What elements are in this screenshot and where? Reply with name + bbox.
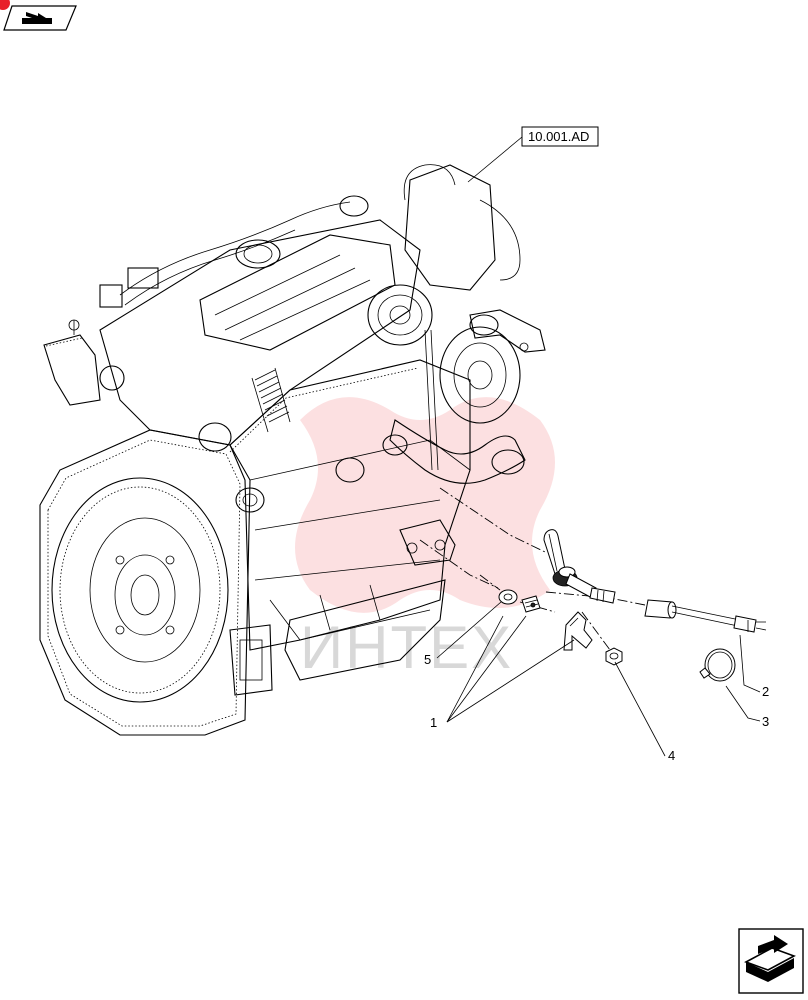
book-arrow-icon[interactable]: [0, 0, 77, 31]
part-heater-element: [543, 529, 616, 604]
part-bracket-clip: [563, 611, 593, 651]
engine-assembly: [39, 164, 546, 736]
watermark-logo: [295, 397, 555, 613]
reference-box[interactable]: 10.001.AD: [521, 126, 599, 147]
callout-5: 5: [424, 652, 431, 667]
part-cable-plug: [644, 599, 767, 633]
part-fitting: [521, 595, 541, 613]
part-nut: [605, 647, 623, 666]
reference-label: 10.001.AD: [528, 129, 589, 144]
callout-4: 4: [668, 748, 675, 763]
watermark-text: ИНТЕХ: [300, 614, 513, 681]
callout-1: 1: [430, 715, 437, 730]
part-hose-clamp: [699, 648, 736, 682]
callout-3: 3: [762, 714, 769, 729]
next-page-arrow-icon[interactable]: [738, 928, 804, 994]
leader-lines: [436, 601, 761, 757]
part-washer: [498, 589, 518, 605]
callout-2: 2: [762, 684, 769, 699]
